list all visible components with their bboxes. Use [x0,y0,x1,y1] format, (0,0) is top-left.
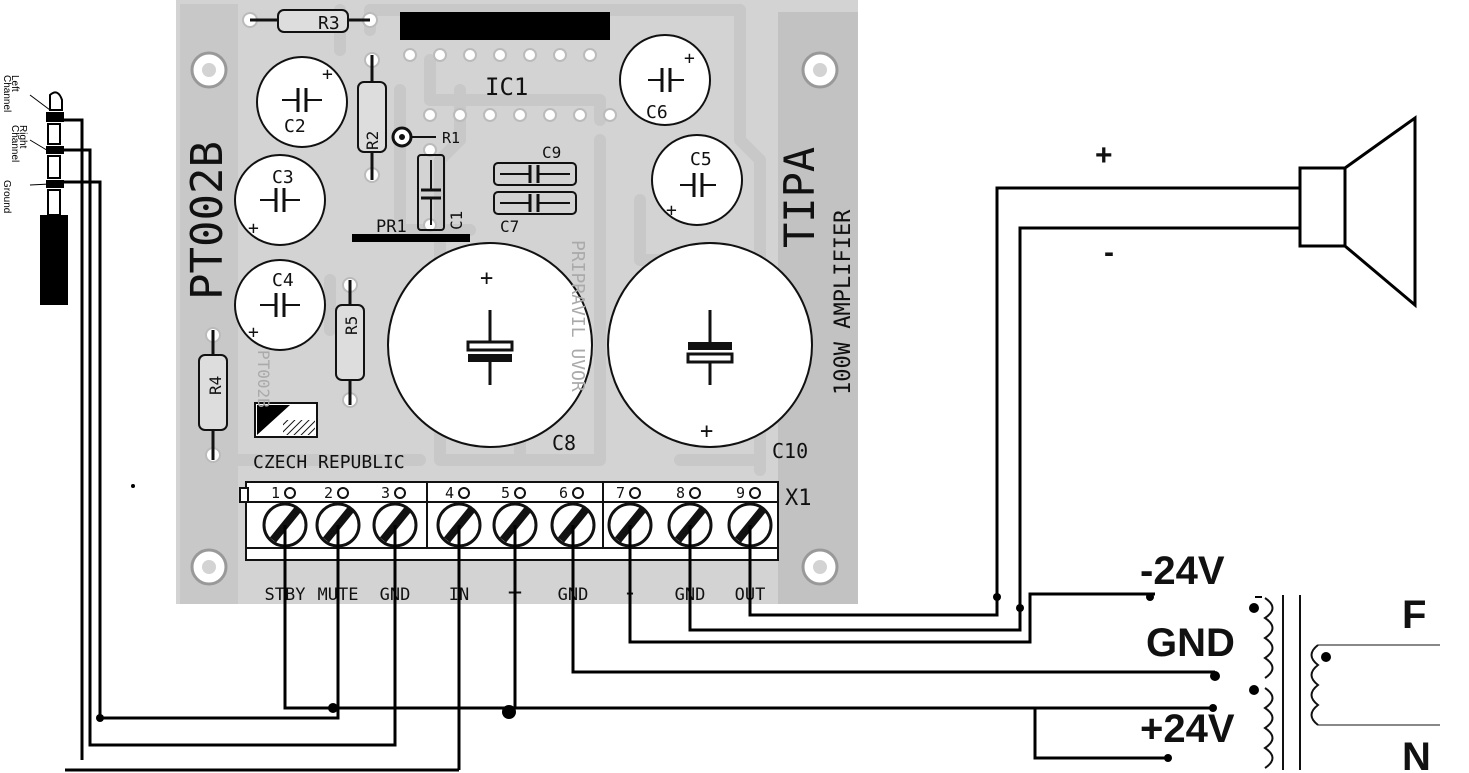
board-subtitle: 100W AMPLIFIER [831,209,856,395]
gnd-label: GND [1146,621,1235,665]
pin-hole [284,487,296,499]
pin-hole [572,487,584,499]
jack-right-label-1: Right [17,125,28,149]
c2-label: C2 [284,116,306,137]
component-block [254,402,318,438]
screw-slot [269,505,303,543]
wiring [58,118,1300,772]
resistor-r1: R1 [391,126,460,148]
ic1-heatsink [400,12,610,40]
capacitor-c9: C9 [493,143,577,186]
pin-number-3: 3 [381,484,390,502]
c10-label: C10 [772,439,808,463]
screw-slot [322,505,356,543]
c8-label: C8 [552,431,576,455]
jack-ground-label: Ground [1,180,12,213]
capacitor-c7: C7 [493,191,577,236]
pin-number-4: 4 [445,484,454,502]
r5-label: R5 [342,316,361,335]
capacitor-c8: + C8 [387,242,593,455]
transformer-icon [1249,595,1440,770]
pr1-label: PR1 [376,217,407,237]
pin-hole [514,487,526,499]
svg-text:+: + [248,322,259,343]
capacitor-c6: + C6 [619,34,711,126]
capacitor-c10: + C10 [607,242,813,463]
resistor-r4: R4 [198,330,228,460]
svg-text:+: + [666,200,677,221]
pin-hole [629,487,641,499]
screw-slot [734,505,768,543]
capacitor-c5: C5 + [651,134,743,226]
resistor-r2: R2 [357,55,387,180]
board-title: TIPA [775,147,824,248]
audio-jack: Left Channel Right Channel Ground [1,75,68,305]
svg-text:+: + [684,48,695,69]
pcb-board: IC1 R3 R2 R1 C1 [176,0,858,606]
transformer-f-label: F [1402,593,1426,637]
pin-number-9: 9 [736,484,745,502]
pin-hole [749,487,761,499]
svg-text:+: + [480,266,493,291]
pin-number-8: 8 [676,484,685,502]
capacitor-c4: C4 + [234,259,326,351]
pin-hole [337,487,349,499]
capacitor-c1: C1 [417,154,466,231]
mirror-text: PRIPRAVIL UVOR [567,240,588,392]
screw-slot [379,505,413,543]
country-label: CZECH REPUBLIC [253,452,405,473]
speaker-plus-label: + [1095,139,1113,172]
ic1-label: IC1 [485,73,528,101]
resistor-r3: R3 [250,9,370,34]
power-supply: -24V GND +24V F N [1140,549,1440,773]
svg-text:+: + [248,218,259,239]
capacitor-c3: C3 + [234,154,326,246]
pin-hole [458,487,470,499]
c3-label: C3 [272,167,294,188]
mirror-board-name: PT002B [254,350,273,408]
transformer-n-label: N [1402,735,1431,773]
r1-label: R1 [442,129,460,147]
r2-label: R2 [363,131,382,150]
pin-number-6: 6 [559,484,568,502]
pin-number-2: 2 [324,484,333,502]
pin-number-7: 7 [616,484,625,502]
jack-right-label-2: Channel [9,125,20,162]
capacitor-c2: + C2 [256,56,348,148]
screw-slot [443,505,477,543]
speaker-minus-label: - [1104,236,1114,269]
jack-left-label-2: Channel [1,75,12,112]
pin-hole [394,487,406,499]
connector-label: X1 [785,486,812,511]
c4-label: C4 [272,270,294,291]
board-name: PT002B [182,141,233,300]
jack-left-label-1: Left [9,75,20,92]
screw-slot [499,505,533,543]
svg-text:+: + [700,419,713,444]
pin-number-1: 1 [271,484,280,502]
neg-24v-label: -24V [1140,549,1225,593]
c9-label: C9 [542,143,561,162]
r4-label: R4 [206,376,225,395]
c1-label: C1 [447,211,466,230]
jumper-pr1: PR1 [352,217,470,242]
screw-slot [557,505,591,543]
c5-label: C5 [690,149,712,170]
r3-label: R3 [318,13,340,34]
pin-hole [689,487,701,499]
screw-slot [614,505,648,543]
c7-label: C7 [500,217,519,236]
resistor-r5: R5 [335,280,365,405]
pin-number-5: 5 [501,484,510,502]
svg-text:+: + [322,64,333,85]
speaker-icon: + - [1095,115,1417,309]
c6-label: C6 [646,102,668,123]
screw-slot [674,505,708,543]
pos-24v-label: +24V [1140,707,1235,751]
